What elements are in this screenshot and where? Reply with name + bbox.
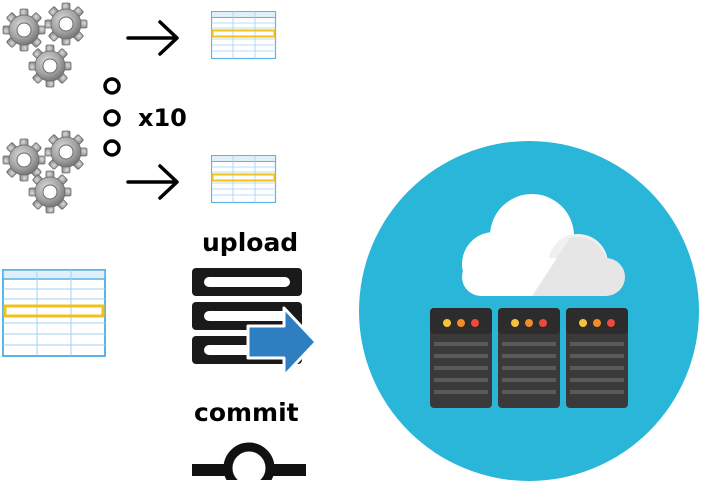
commit-label: commit [194, 398, 299, 427]
table-icon [211, 11, 277, 60]
gears-icon [2, 130, 88, 214]
cloud-server-icon [359, 141, 699, 481]
table-icon [2, 269, 106, 357]
ellipsis-icon [103, 77, 121, 157]
multiplier-label: x10 [138, 104, 187, 132]
gears-icon [2, 2, 88, 88]
arrow-right-icon [126, 20, 179, 56]
arrow-right-icon [126, 164, 179, 200]
server-upload-icon [192, 268, 318, 378]
table-icon [211, 155, 277, 204]
commit-icon [192, 442, 306, 480]
upload-label: upload [202, 228, 299, 257]
